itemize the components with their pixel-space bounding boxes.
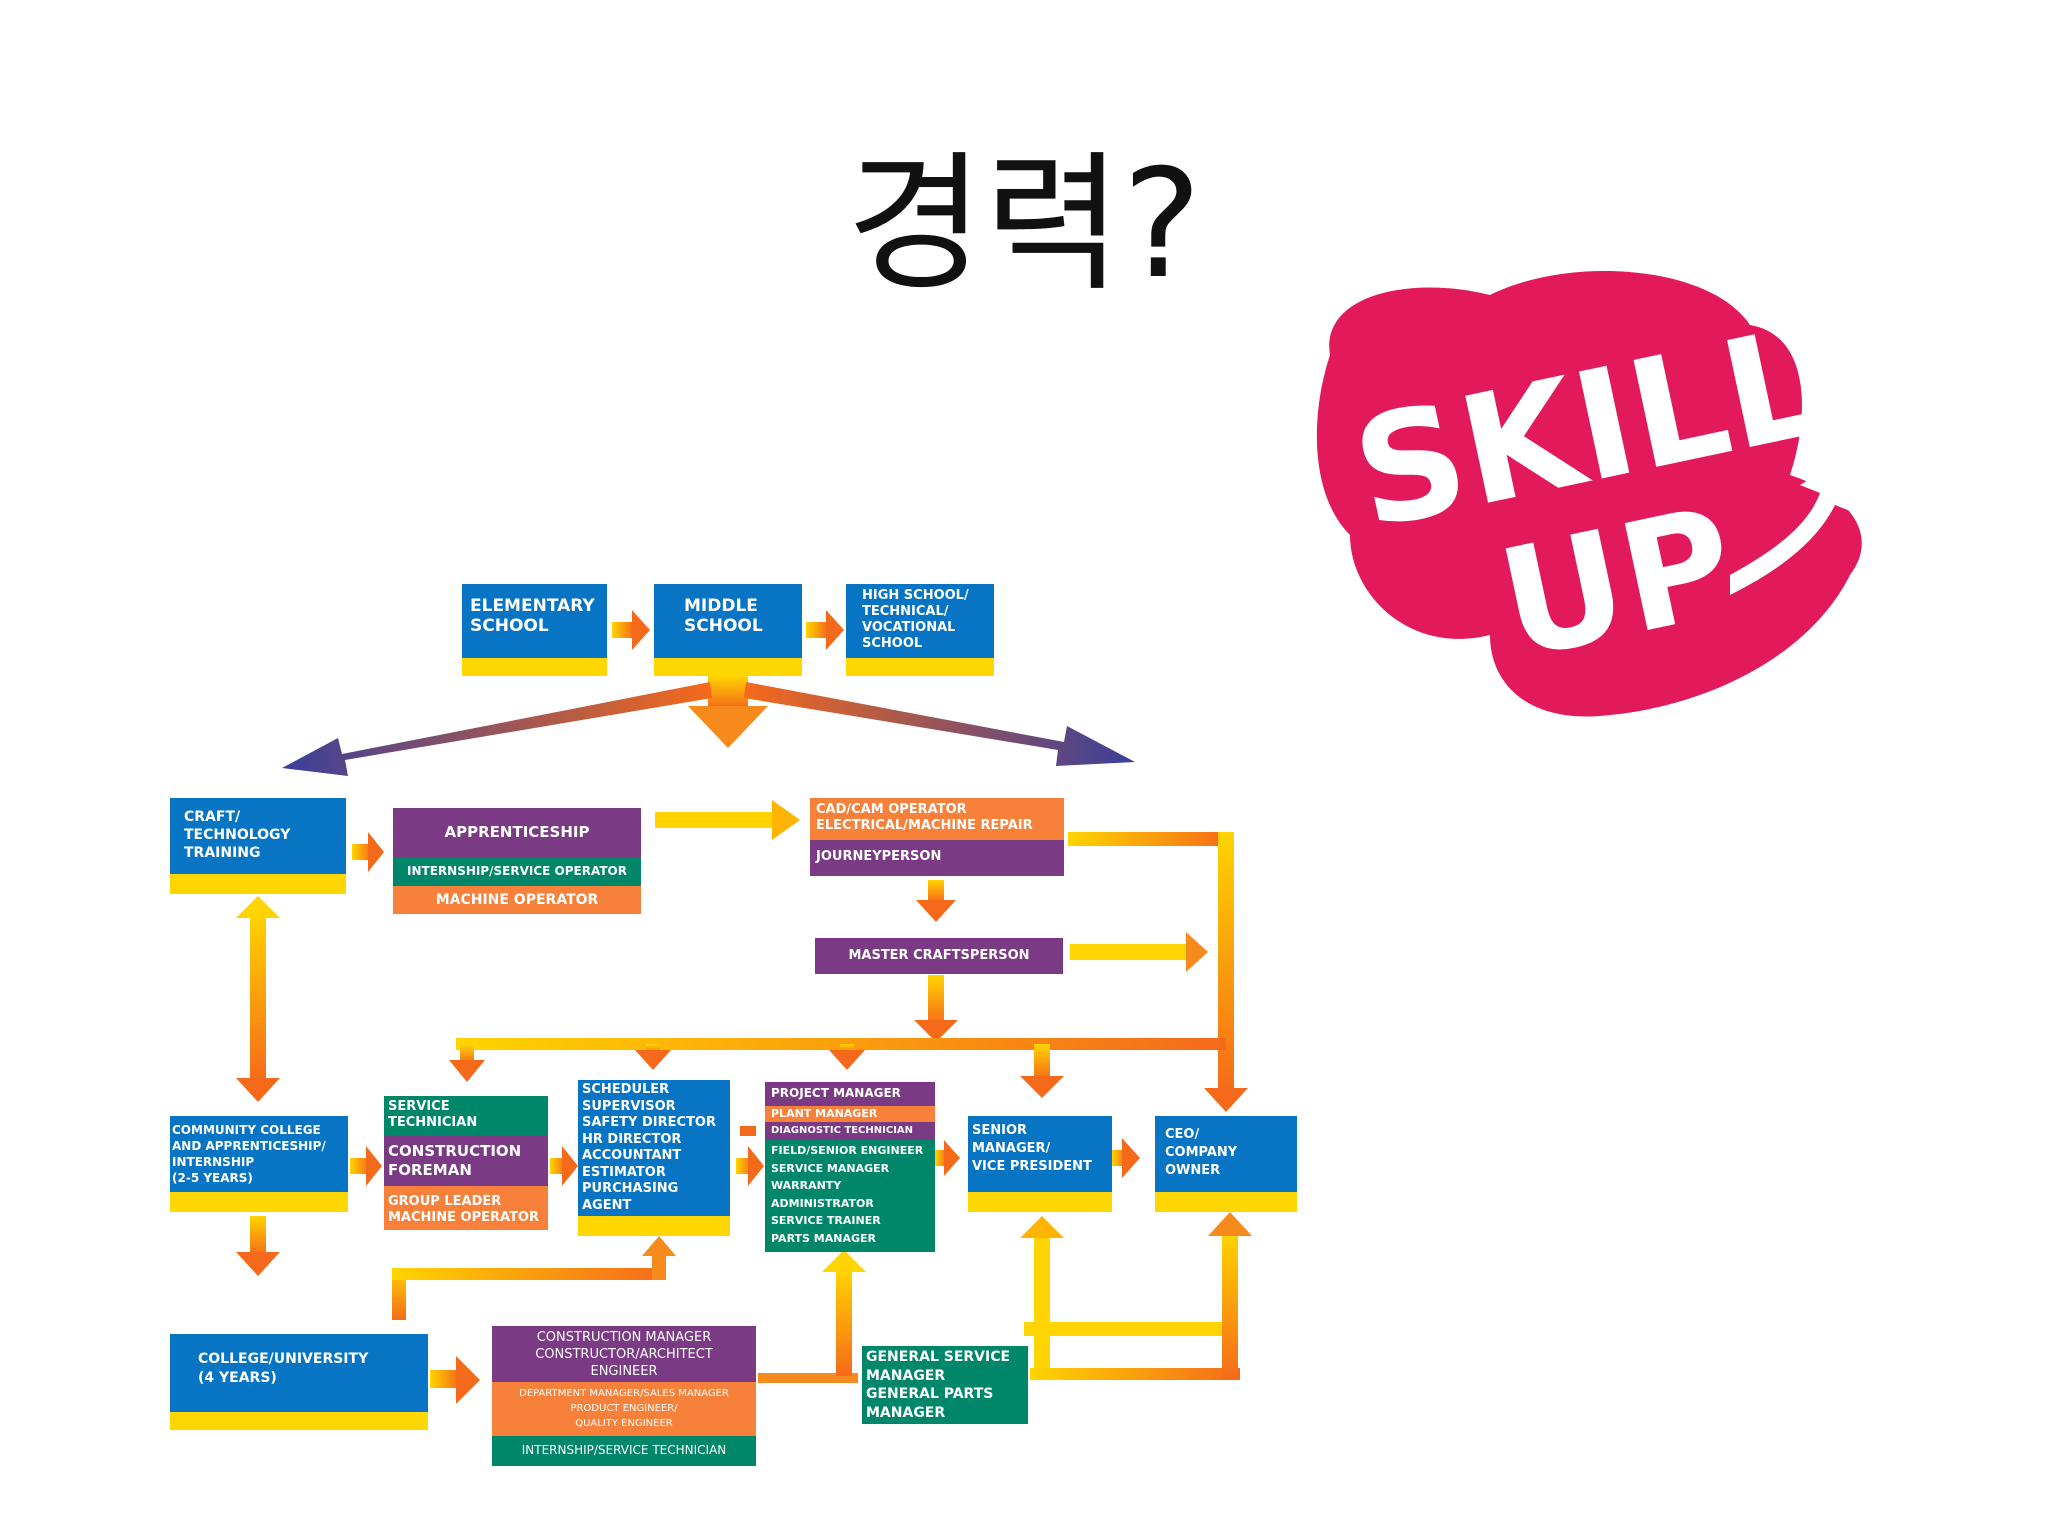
arrow-general-to-project: [822, 1250, 866, 1376]
skill-up-logo: SKILL UP: [1316, 271, 1862, 717]
page-title: 경력?: [846, 138, 1202, 312]
arrow-project-to-senior: [935, 1140, 960, 1176]
arrow-elementary-to-middle: [612, 610, 650, 650]
box-construction-manager: CONSTRUCTION MANAGER CONSTRUCTOR/ARCHITE…: [492, 1326, 756, 1466]
arrow-scheduler-to-project: [740, 1126, 756, 1136]
arrow-scheduler-to-project-2: [736, 1146, 764, 1186]
line-general-to-ceo: [1024, 1322, 1228, 1368]
box-scheduler: SCHEDULER SUPERVISOR SAFETY DIRECTOR HR …: [578, 1080, 730, 1236]
arrow-college-to-scheduler: [392, 1236, 676, 1320]
arrow-general-to-senior: [1020, 1216, 1064, 1336]
arrow-middle-to-highschool: [806, 610, 844, 650]
arrow-middle-down: [688, 676, 768, 748]
arrow-senior-to-ceo: [1112, 1138, 1140, 1178]
box-general-service: GENERAL SERVICE MANAGER GENERAL PARTS MA…: [862, 1346, 1028, 1424]
arrow-journey-to-master: [916, 880, 956, 922]
line-cadcam-to-ceo: [1068, 832, 1248, 1112]
arrow-master-down: [914, 975, 958, 1042]
box-cadcam: CAD/CAM OPERATOR ELECTRICAL/MACHINE REPA…: [810, 798, 1064, 876]
arrow-college-to-construction: [430, 1356, 480, 1404]
box-ceo: CEO/ COMPANY OWNER: [1155, 1116, 1297, 1212]
arrow-community-to-service: [350, 1146, 382, 1186]
arrow-dist-2: [635, 1044, 671, 1070]
arrow-apprentice-to-cadcam: [655, 800, 800, 840]
arrow-service-to-scheduler: [550, 1146, 578, 1186]
box-middle-school: MIDDLE SCHOOL: [654, 584, 802, 676]
box-senior-manager: SENIOR MANAGER/ VICE PRESIDENT: [968, 1116, 1112, 1212]
arrow-diagonal-left: [282, 682, 712, 776]
arrow-diagonal-right: [744, 682, 1135, 766]
arrow-master-right: [1070, 932, 1208, 972]
box-master-craftsperson: MASTER CRAFTSPERSON: [815, 938, 1063, 974]
box-project-manager: PROJECT MANAGER PLANT MANAGER DIAGNOSTIC…: [765, 1082, 935, 1252]
box-service-technician: SERVICE TECHNICIAN CONSTRUCTION FOREMAN …: [384, 1096, 548, 1230]
box-craft-technology: CRAFT/ TECHNOLOGY TRAINING: [170, 798, 346, 894]
arrow-craft-community: [236, 896, 280, 1102]
arrow-community-to-college: [236, 1216, 280, 1276]
box-elementary-school: ELEMENTARY SCHOOL: [462, 584, 607, 676]
box-high-school: HIGH SCHOOL/ TECHNICAL/ VOCATIONAL SCHOO…: [846, 584, 994, 676]
arrow-dist-1: [449, 1044, 485, 1082]
arrow-dist-3: [829, 1044, 865, 1070]
line-construction-to-general: [758, 1373, 858, 1383]
box-college-university: COLLEGE/UNIVERSITY (4 YEARS): [170, 1334, 428, 1430]
arrow-craft-to-apprentice: [352, 832, 384, 872]
arrow-dist-4: [1020, 1044, 1064, 1098]
box-community-college: COMMUNITY COLLEGE AND APPRENTICESHIP/ IN…: [170, 1116, 348, 1212]
box-apprenticeship: APPRENTICESHIP INTERNSHIP/SERVICE OPERAT…: [393, 808, 641, 914]
line-bottom-to-ceo: [1030, 1212, 1252, 1380]
